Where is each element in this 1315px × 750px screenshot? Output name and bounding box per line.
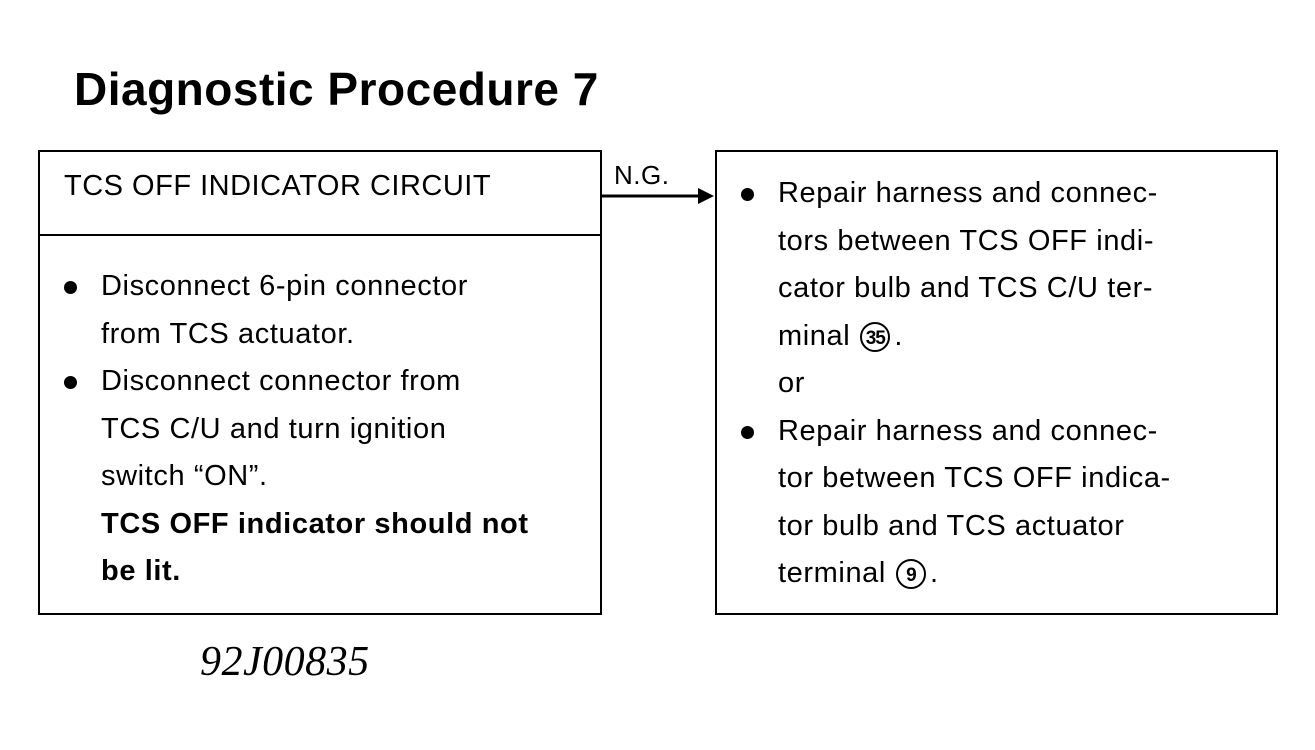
repair-option-2-line-3: tor bulb and TCS actuator	[778, 509, 1125, 542]
repair-option-1-line-3: cator bulb and TCS C/U ter-	[778, 272, 1154, 304]
repair-option-1: Repair harness and connec- tors between …	[741, 170, 1266, 360]
period-2: .	[929, 557, 939, 589]
or-separator: or	[778, 367, 805, 399]
repair-option-1-line-4: minal 35.	[778, 313, 1266, 361]
check-step-2: Disconnect connector from TCS C/U and tu…	[64, 358, 588, 596]
terminal-9-badge: 9	[895, 559, 926, 590]
repair-box: Repair harness and connec- tors between …	[715, 150, 1278, 615]
repair-option-2-line-2: tor between TCS OFF indica-	[778, 462, 1171, 494]
repair-option-2-line-1: Repair harness and connec-	[778, 414, 1158, 447]
repair-option-1-line-2: tors between TCS OFF indi-	[778, 224, 1155, 257]
period-1: .	[894, 319, 903, 352]
check-step-1-line-2: from TCS actuator.	[101, 317, 355, 350]
page-title: Diagnostic Procedure 7	[74, 63, 599, 115]
check-box: TCS OFF INDICATOR CIRCUIT Disconnect 6-p…	[38, 150, 602, 615]
repair-option-1-line-1: Repair harness and connec-	[778, 177, 1158, 209]
check-box-body: Disconnect 6-pin connector from TCS actu…	[40, 236, 600, 596]
check-step-2-line-2: TCS C/U and turn ignition	[101, 412, 447, 445]
bullet-icon	[741, 425, 754, 439]
bullet-icon	[64, 376, 77, 389]
repair-option-1-last-text: minal	[778, 319, 851, 352]
check-step-2-line-1: Disconnect connector from	[101, 365, 461, 397]
repair-option-2-last-text: terminal	[778, 557, 886, 589]
right-arrow-icon	[602, 188, 714, 204]
check-box-header: TCS OFF INDICATOR CIRCUIT	[40, 152, 600, 236]
terminal-35-badge: 35	[860, 321, 891, 352]
check-step-1: Disconnect 6-pin connector from TCS actu…	[64, 263, 588, 358]
check-result-line-2: be lit.	[101, 555, 181, 587]
check-step-2-line-3: switch “ON”.	[101, 460, 268, 492]
bullet-icon	[64, 281, 77, 294]
repair-option-2-line-4: terminal 9.	[778, 550, 1266, 598]
bullet-icon	[741, 188, 754, 201]
check-step-1-line-1: Disconnect 6-pin connector	[101, 270, 469, 302]
repair-option-2: Repair harness and connec- tor between T…	[741, 408, 1266, 598]
check-result-line-1: TCS OFF indicator should not	[101, 507, 529, 540]
figure-id: 92J00835	[200, 639, 370, 685]
ng-label: N.G.	[614, 160, 670, 190]
